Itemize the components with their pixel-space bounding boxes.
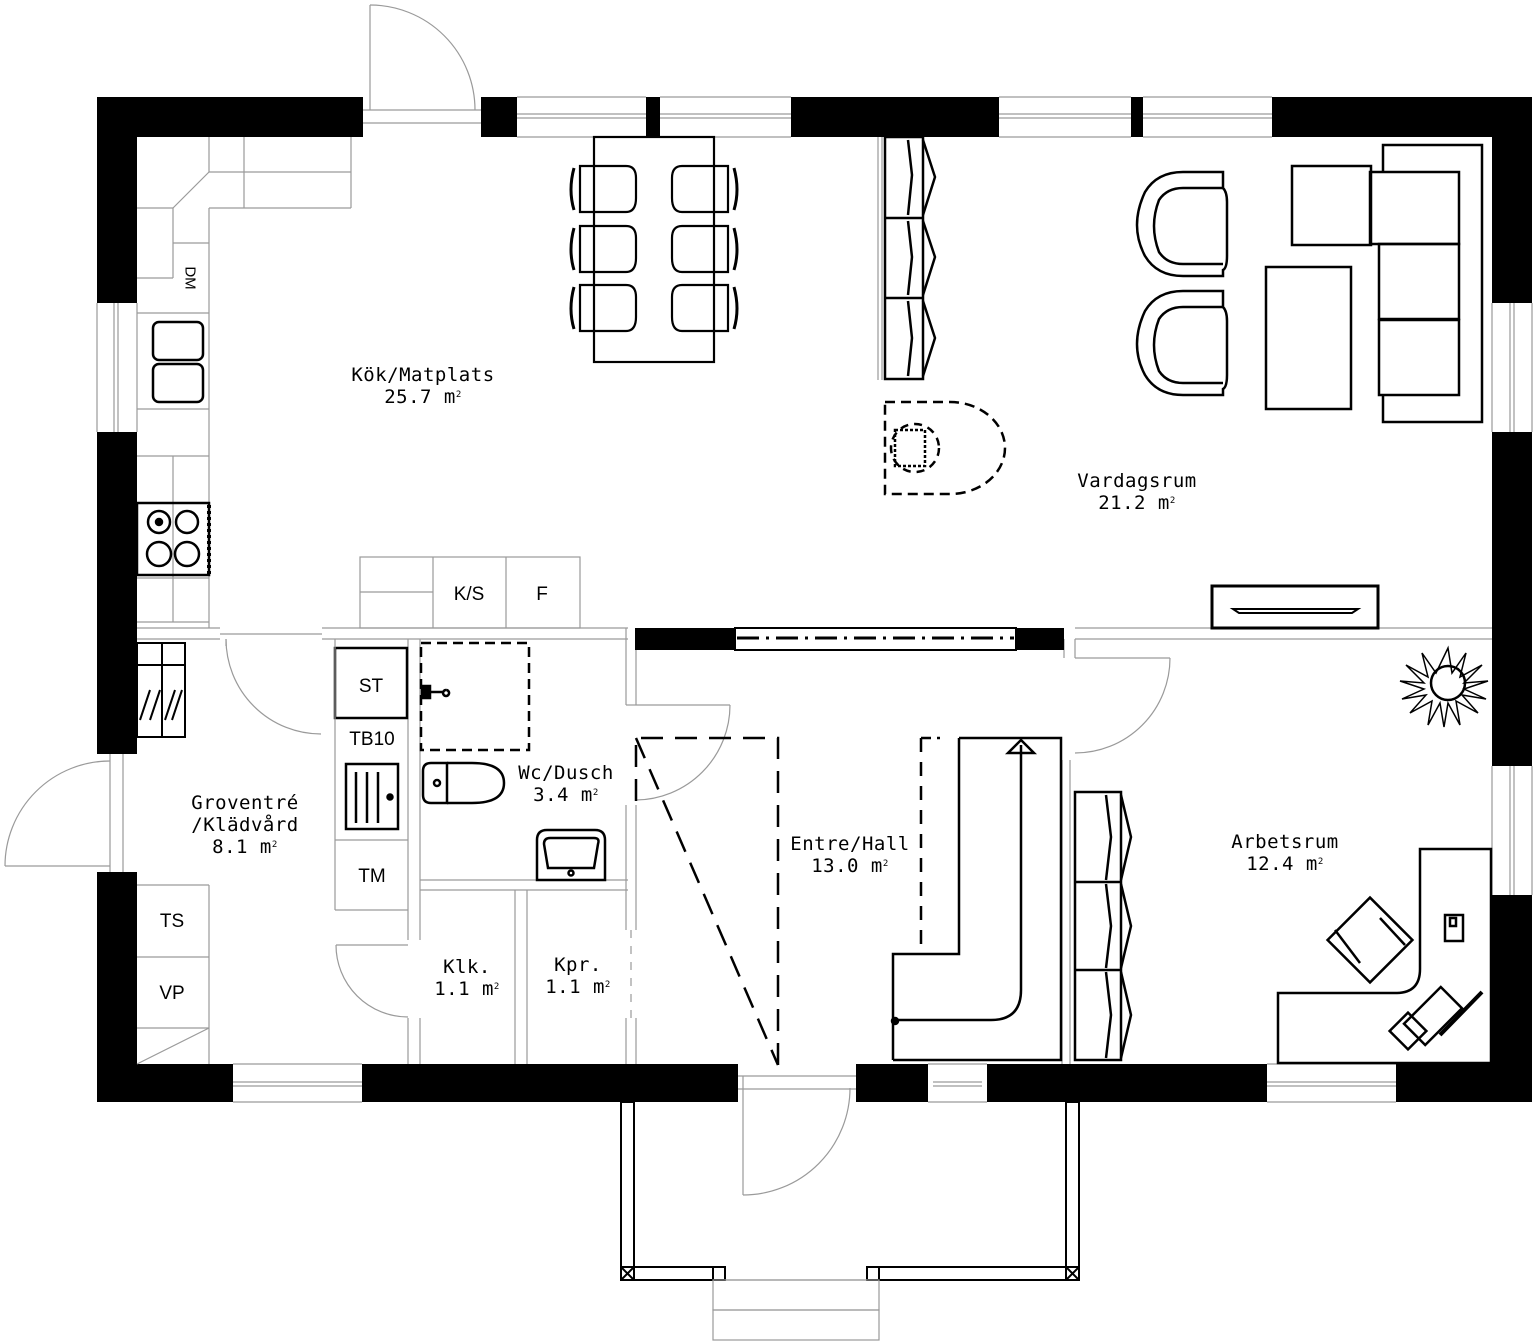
room-area: 1.1 m xyxy=(434,978,494,1000)
room-area: 13.0 m xyxy=(811,855,883,877)
room-name-line2: /Klädvård xyxy=(191,814,299,836)
fixture-label-ts: TS xyxy=(159,911,185,932)
exterior-walls xyxy=(97,97,1532,1102)
windows xyxy=(96,96,1533,1103)
dining-chairs xyxy=(569,164,739,333)
fixture-label-vp: VP xyxy=(159,983,185,1004)
room-name: Klk. xyxy=(443,956,491,978)
dining-table-icon xyxy=(569,135,739,364)
toilet-icon xyxy=(421,761,506,805)
coffee-table-icon xyxy=(1264,265,1353,411)
coat-rack-icon xyxy=(136,642,186,738)
office-chair-icon xyxy=(1325,895,1415,985)
room-label-kok: Kök/Matplats 25.7 m2 xyxy=(351,364,495,408)
fixture-label-tb10: TB10 xyxy=(349,729,395,750)
room-area: 12.4 m xyxy=(1246,853,1318,875)
room-label-kpr: Kpr. 1.1 m2 xyxy=(545,954,611,998)
room-area: 3.4 m xyxy=(533,784,593,806)
plant-icon xyxy=(1399,645,1489,728)
fixture-label-f: F xyxy=(536,584,548,605)
room-name: Arbetsrum xyxy=(1231,831,1339,853)
computer-icon xyxy=(1387,913,1484,1052)
fixture-label-tm: TM xyxy=(358,866,386,887)
laundry-fixtures xyxy=(333,646,409,831)
room-name: Kök/Matplats xyxy=(351,364,495,386)
room-label-vardagsrum: Vardagsrum 21.2 m2 xyxy=(1077,470,1197,514)
room-name-line1: Groventré xyxy=(191,792,299,814)
room-name: Kpr. xyxy=(554,954,602,976)
living-wardrobe-icon xyxy=(877,135,937,381)
porch xyxy=(620,1101,1080,1281)
washbasin-icon xyxy=(535,828,607,882)
hall-wardrobe-icon xyxy=(1073,790,1133,1062)
room-area: 1.1 m xyxy=(545,976,605,998)
room-label-arbetsrum: Arbetsrum 12.4 m2 xyxy=(1231,831,1339,875)
tv-bench-icon xyxy=(1210,584,1380,630)
room-label-klk: Klk. 1.1 m2 xyxy=(434,956,500,1000)
fixture-label-st: ST xyxy=(358,676,384,697)
porch-steps xyxy=(712,1279,880,1341)
room-label-entre: Entre/Hall 13.0 m2 xyxy=(790,833,910,877)
room-name: Vardagsrum xyxy=(1077,470,1197,492)
stairs-icon xyxy=(890,736,1063,1062)
living-hall-wall xyxy=(635,627,1064,651)
room-area: 25.7 m xyxy=(384,386,456,408)
room-area: 8.1 m xyxy=(212,836,272,858)
fireplace-icon xyxy=(883,400,1007,496)
room-label-wc: Wc/Dusch 3.4 m2 xyxy=(518,762,614,806)
armchairs-icon xyxy=(1135,170,1229,397)
laundry-cabinets xyxy=(334,639,408,911)
room-label-groventre: Groventré /Klädvård 8.1 m2 xyxy=(191,792,299,858)
room-name: Wc/Dusch xyxy=(518,762,614,784)
room-area: 21.2 m xyxy=(1098,492,1170,514)
shower-icon xyxy=(419,641,531,752)
exterior-doors xyxy=(4,4,856,1196)
room-name: Entre/Hall xyxy=(790,833,910,855)
fixture-label-dm: DM xyxy=(181,266,199,290)
sofa-icon xyxy=(1290,143,1484,424)
fixture-label-ks: K/S xyxy=(453,584,485,605)
groventre-cabinets xyxy=(136,884,210,1065)
interior-doors xyxy=(220,633,1171,1018)
stove-icon xyxy=(135,501,211,577)
desk-icon xyxy=(1276,847,1493,1065)
kitchen-sink-icon xyxy=(151,320,205,404)
hall-dashed-wardrobe xyxy=(634,736,780,1066)
